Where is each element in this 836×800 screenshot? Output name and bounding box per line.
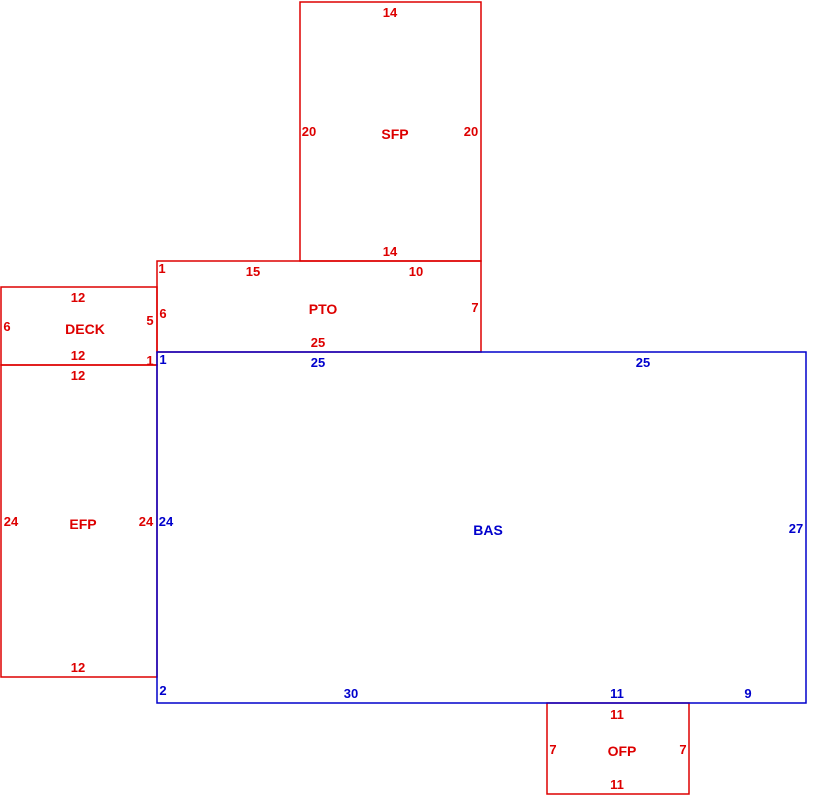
dim-efp-left: 24 (4, 514, 19, 529)
dim-pto-top-right: 10 (409, 264, 423, 279)
area-efp: EFP 12 24 24 12 (0, 364, 158, 678)
dim-deck-left: 6 (3, 319, 10, 334)
dim-deck-top: 12 (71, 290, 85, 305)
area-sfp-label: SFP (381, 126, 408, 142)
area-bas: BAS 1 25 25 24 27 2 30 11 9 (156, 351, 807, 704)
dim-ofp-bottom: 11 (610, 777, 624, 792)
dim-sfp-top: 14 (383, 5, 398, 20)
dim-pto-corner-tl: 1 (158, 261, 165, 276)
dim-pto-left: 6 (159, 306, 166, 321)
dim-sfp-bottom: 14 (383, 244, 398, 259)
dim-sfp-left: 20 (302, 124, 316, 139)
dim-efp-right: 24 (139, 514, 154, 529)
dim-ofp-left: 7 (549, 742, 556, 757)
dim-deck-right: 5 (146, 313, 153, 328)
area-ofp: OFP 11 7 7 11 (546, 702, 690, 795)
dim-ofp-right: 7 (679, 742, 686, 757)
dim-bas-corner-bl: 2 (159, 683, 166, 698)
dim-efp-top: 12 (71, 368, 85, 383)
area-pto: PTO 1 15 10 6 7 25 (156, 260, 482, 353)
dim-efp-bottom: 12 (71, 660, 85, 675)
dim-bas-corner-tl: 1 (159, 352, 166, 367)
area-bas-outline (156, 351, 807, 704)
area-pto-label: PTO (309, 301, 338, 317)
dim-pto-right: 7 (471, 300, 478, 315)
area-deck-label: DECK (65, 321, 105, 337)
dim-bas-top-left: 25 (311, 355, 325, 370)
dim-ofp-top: 11 (610, 707, 624, 722)
area-deck: DECK 12 6 5 12 1 (0, 286, 158, 368)
dim-sfp-right: 20 (464, 124, 478, 139)
dim-bas-right: 27 (789, 521, 803, 536)
area-ofp-label: OFP (608, 743, 637, 759)
area-bas-label: BAS (473, 522, 503, 538)
area-sfp: SFP 14 20 20 14 (299, 1, 482, 262)
dim-bas-bottom-mid: 11 (610, 686, 624, 701)
dim-deck-bottom: 12 (71, 348, 85, 363)
area-efp-label: EFP (69, 516, 96, 532)
dim-bas-left: 24 (159, 514, 174, 529)
dim-bas-bottom-left: 30 (344, 686, 358, 701)
dim-pto-top-left: 15 (246, 264, 260, 279)
dim-bas-bottom-right: 9 (744, 686, 751, 701)
dim-pto-bottom: 25 (311, 335, 325, 350)
dim-deck-corner-br: 1 (146, 353, 153, 368)
dim-bas-top-right: 25 (636, 355, 650, 370)
